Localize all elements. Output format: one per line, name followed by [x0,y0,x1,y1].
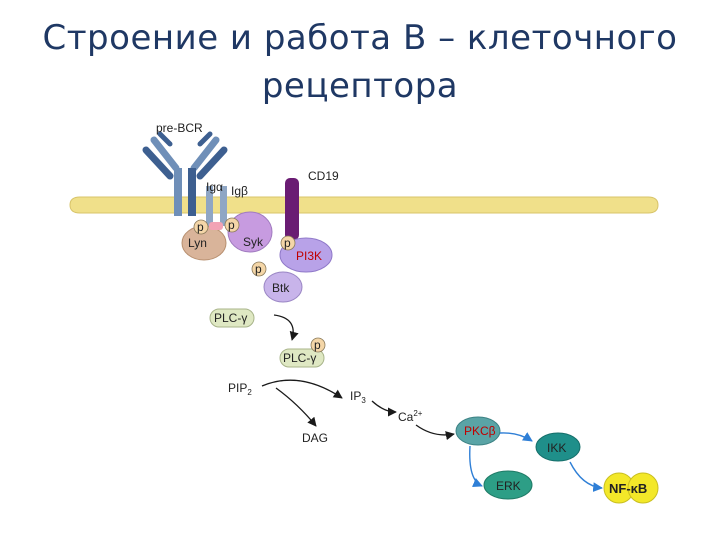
label-pip-sub: 2 [247,388,252,397]
phospho-badge [224,217,240,233]
label-p-lyn: p [197,220,204,234]
label-pre-bcr: pre-BCR [156,121,203,135]
label-p-syk: p [228,218,235,232]
label-ca-sup: 2+ [413,409,422,418]
label-ip3: IP3 [350,389,366,405]
arrow-pip2-ip3 [261,379,343,399]
label-ip-sub: 3 [361,396,366,405]
label-ip-text: IP [350,389,361,403]
label-erk: ERK [496,479,521,493]
label-ig-alpha: Igα [206,180,223,194]
arrow-ca-pkc [415,424,455,441]
ig-alpha-chain [206,186,213,226]
label-plc-gamma-active: PLC-γ [283,351,316,365]
phospho-badge [193,219,209,235]
label-pkc: PKCβ [464,424,496,438]
phospho-badge [310,337,326,353]
cell-membrane [69,196,659,214]
pkc-beta-enzyme [455,416,501,446]
plc-gamma-inactive [209,308,255,328]
label-btk: Btk [272,281,290,295]
title-line-1: Строение и работа В – клеточного [42,18,678,58]
arrow-ip3-ca [371,400,397,417]
arrow-pip2-dag [275,387,317,427]
page-title: Строение и работа В – клеточного рецепто… [0,14,720,110]
phospho-badge [251,261,267,277]
nfkb-subunit-2 [627,472,659,504]
itam-motif [209,222,223,230]
phospho-badge [280,235,296,251]
label-dag: DAG [302,431,328,445]
plc-gamma-active [279,348,325,368]
label-nfkb: NF-κB [609,481,647,496]
label-plc-gamma-inactive: PLC-γ [214,311,247,325]
erk-kinase [483,470,533,500]
label-pi3k: PI3K [296,249,322,263]
label-p-btk: p [255,262,262,276]
ig-beta-chain [220,186,227,226]
arrow-plc-activation [273,314,299,341]
label-pip-text: PIP [228,381,247,395]
label-syk: Syk [243,235,264,249]
label-ca-text: Ca [398,410,414,424]
pre-bcr-receptor [142,131,228,216]
arrow-pkc-erk [469,445,483,488]
label-p-plc: p [314,338,321,352]
ikk-complex [535,432,581,462]
arrow-pkc-ikk [499,432,533,442]
cd19-receptor [285,178,299,240]
title-line-2: рецептора [261,66,459,106]
label-ca: Ca2+ [398,409,423,424]
label-cd19: CD19 [308,169,339,183]
label-ikk: IKK [547,441,566,455]
arrow-ikk-nfkb [569,461,603,492]
label-ig-beta: Igβ [231,184,248,198]
syk-kinase [227,211,273,253]
btk-kinase [263,271,303,303]
label-lyn: Lyn [188,236,207,250]
label-p-pi3k: p [284,236,291,250]
label-pip2: PIP2 [228,381,252,397]
